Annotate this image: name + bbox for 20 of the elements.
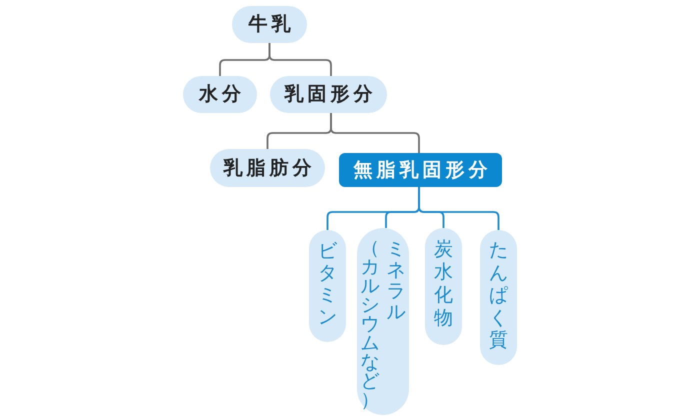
connector-line	[330, 113, 420, 153]
category-label: 乳脂肪分	[224, 158, 316, 178]
category-pill	[480, 230, 517, 365]
category-label: 炭水化物	[434, 238, 453, 330]
category-label: 無脂乳固形分	[354, 160, 492, 180]
highlight-box	[339, 153, 502, 187]
category-label: 牛乳	[248, 15, 294, 34]
category-label: 水分	[199, 85, 245, 104]
category-pill	[425, 228, 462, 345]
category-label: ビタミン	[318, 240, 337, 328]
connector-line	[418, 187, 500, 230]
category-pill	[357, 228, 409, 415]
category-label: 乳固形分	[284, 85, 376, 104]
connector-line	[268, 43, 332, 76]
category-pill	[270, 76, 387, 113]
category-pill	[232, 6, 307, 43]
category-pill	[210, 149, 325, 187]
category-label: たんぱく質	[489, 239, 508, 352]
category-pill	[309, 230, 346, 342]
category-pill	[183, 76, 257, 113]
